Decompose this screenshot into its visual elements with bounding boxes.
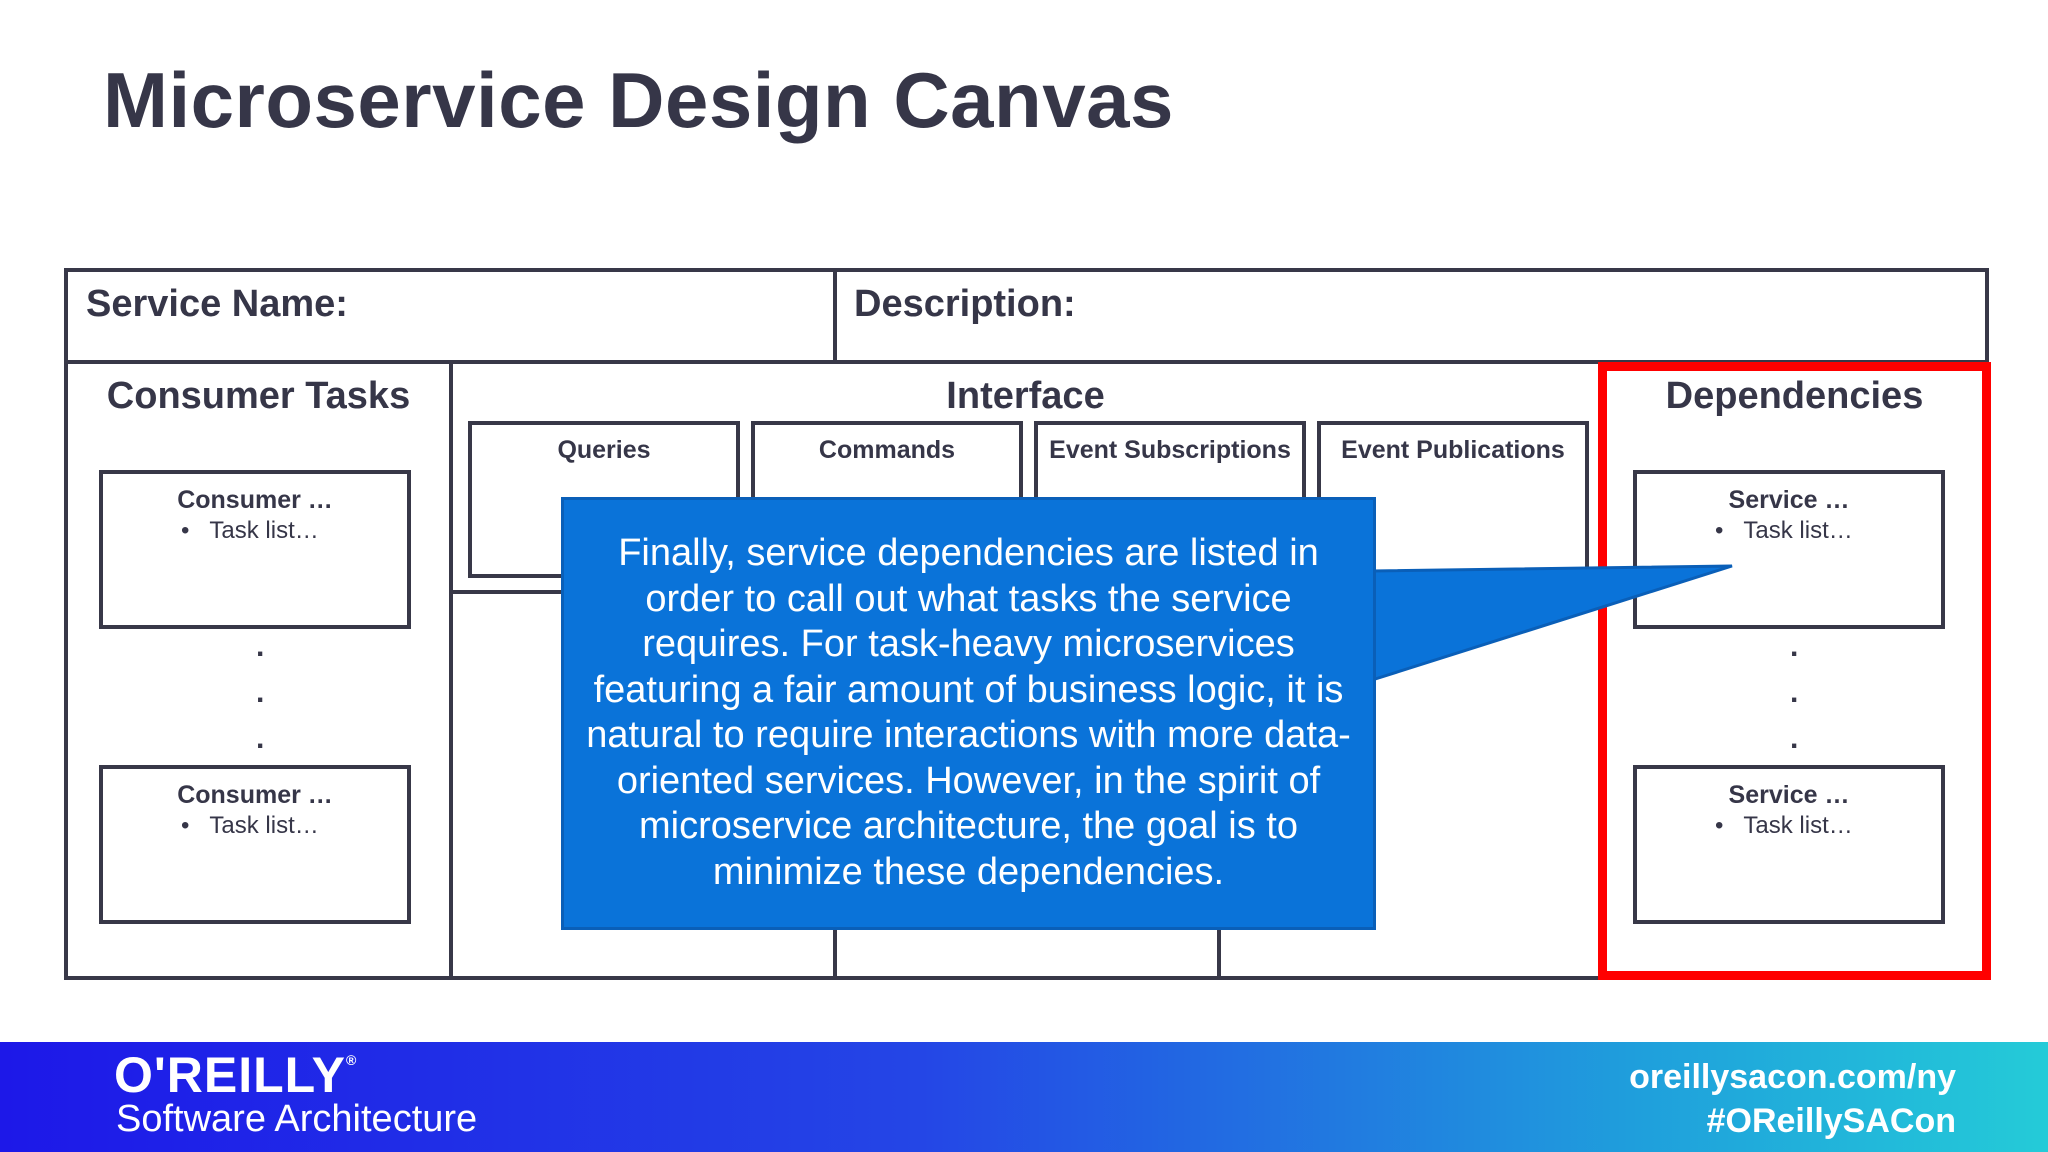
commands-label: Commands — [818, 436, 956, 464]
dependencies-heading: Dependencies — [1665, 375, 1924, 417]
ellipsis-dot: . — [1790, 676, 1799, 709]
ellipsis-dot: . — [256, 722, 265, 755]
ellipsis-dot: . — [256, 676, 265, 709]
service-card-title: Service … — [1728, 486, 1850, 514]
consumer-card-title: Consumer … — [177, 781, 333, 809]
service-card-item: • Task list… — [1715, 812, 1853, 839]
footer-bar — [0, 1042, 2048, 1152]
event-publications-label: Event Publications — [1341, 436, 1565, 464]
callout-box: Finally, service dependencies are listed… — [561, 497, 1376, 930]
footer-subtitle: Software Architecture — [116, 1098, 478, 1140]
consumer-tasks-heading: Consumer Tasks — [106, 375, 411, 417]
service-card-item: • Task list… — [1715, 517, 1853, 544]
service-card-1: Service … • Task list… — [1633, 470, 1945, 629]
queries-label: Queries — [557, 436, 651, 464]
callout-pointer-shape — [1370, 564, 1733, 683]
service-card-title: Service … — [1728, 781, 1850, 809]
description-label: Description: — [854, 283, 1076, 325]
service-card-2: Service … • Task list… — [1633, 765, 1945, 924]
consumer-card-item-text: Task list… — [209, 812, 319, 839]
consumer-card-item: • Task list… — [181, 812, 319, 839]
service-card-item-text: Task list… — [1743, 517, 1853, 544]
slide-title: Microservice Design Canvas — [103, 56, 1174, 144]
consumer-card-2: Consumer … • Task list… — [99, 765, 411, 924]
ellipsis-dot: . — [1790, 630, 1799, 663]
service-name-label: Service Name: — [86, 283, 348, 325]
footer-hashtag: #OReillySACon — [1706, 1102, 1956, 1140]
event-subscriptions-label: Event Subscriptions — [1049, 436, 1291, 464]
ellipsis-dot: . — [256, 630, 265, 663]
dependencies-highlight — [1598, 362, 1991, 980]
consumer-card-title: Consumer … — [177, 486, 333, 514]
registered-mark: ® — [345, 1052, 358, 1068]
service-card-item-text: Task list… — [1743, 812, 1853, 839]
consumer-card-1: Consumer … • Task list… — [99, 470, 411, 629]
oreilly-logo-text: O'REILLY — [114, 1047, 346, 1103]
oreilly-logo: O'REILLY® — [114, 1046, 357, 1104]
interface-heading: Interface — [946, 375, 1105, 417]
footer-url[interactable]: oreillysacon.com/ny — [1629, 1058, 1956, 1096]
callout-text: Finally, service dependencies are listed… — [586, 532, 1351, 893]
ellipsis-dot: . — [1790, 722, 1799, 755]
consumer-card-item-text: Task list… — [209, 517, 319, 544]
consumer-card-item: • Task list… — [181, 517, 319, 544]
